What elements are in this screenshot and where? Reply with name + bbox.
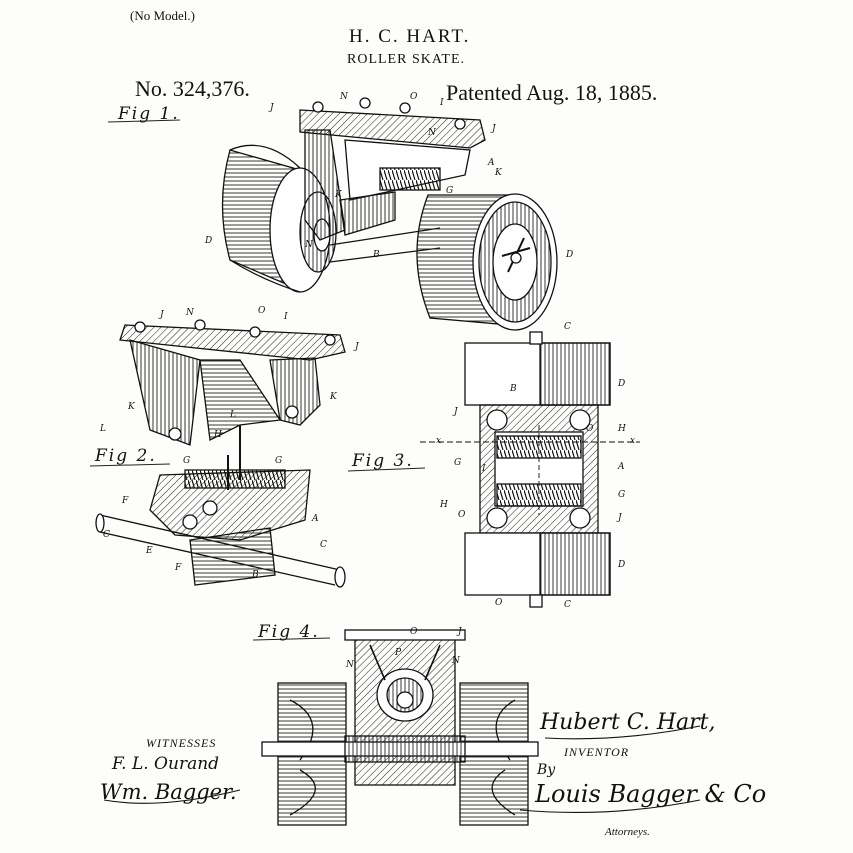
ref-label: I	[440, 98, 444, 108]
ref-label: K	[495, 168, 502, 178]
ref-label: C	[320, 540, 327, 550]
patent-date: Patented Aug. 18, 1885.	[446, 80, 658, 105]
ref-label: N	[305, 240, 313, 250]
ref-label: J	[270, 103, 274, 113]
ref-label: J	[618, 513, 622, 523]
patent-number: No. 324,376.	[135, 76, 250, 101]
ref-label: G	[446, 186, 454, 196]
fig-label-flourishes	[89, 119, 426, 641]
witnesses-label: WITNESSES	[146, 736, 217, 750]
ref-label: C	[564, 600, 571, 610]
signature-swashes	[103, 725, 701, 813]
fig3-label: Fig 3.	[352, 451, 414, 471]
ref-label: N	[346, 660, 354, 670]
ref-label: P	[395, 648, 402, 658]
ref-label: N	[186, 308, 194, 318]
ref-label: G	[275, 456, 283, 466]
ref-label: F	[175, 563, 182, 573]
ref-label: D	[205, 236, 213, 246]
fig4-label: Fig 4.	[258, 622, 320, 642]
ref-label: C	[564, 322, 571, 332]
fig1-drawing	[221, 97, 558, 331]
ref-label: A	[312, 514, 319, 524]
fig1-label: Fig 1.	[118, 104, 180, 124]
witness-1-signature: F. L. Ourand	[112, 754, 220, 774]
ref-label: J	[160, 310, 164, 320]
ref-label: N	[452, 656, 460, 666]
ref-label: J	[355, 342, 359, 352]
fig4-drawing	[261, 629, 539, 826]
ref-label: G	[183, 456, 191, 466]
ref-label: O	[495, 598, 503, 608]
fig2-drawing	[95, 319, 346, 588]
ref-label: H	[618, 424, 626, 434]
ref-label: G	[618, 490, 626, 500]
ref-label: D	[618, 379, 626, 389]
ref-label: O	[458, 510, 466, 520]
ref-label: O	[258, 306, 266, 316]
ref-label: G	[454, 458, 462, 468]
ref-label: J	[492, 124, 496, 134]
fig1-right-roller	[416, 193, 558, 331]
ref-label: B	[252, 570, 259, 580]
ref-label: F	[122, 496, 129, 506]
ref-label: O	[586, 424, 594, 434]
ref-label: J	[454, 407, 458, 417]
attorneys-label: Attorneys.	[605, 826, 650, 838]
ref-label: E	[146, 546, 153, 556]
ref-label: H	[440, 500, 448, 510]
inventor-name: H. C. HART.	[349, 26, 471, 47]
patent-subject: ROLLER SKATE.	[347, 52, 465, 67]
by-label: By	[537, 762, 556, 778]
attorney-signature: Louis Bagger & Co	[535, 780, 767, 808]
ref-label: B	[510, 384, 517, 394]
ref-label: D	[618, 560, 626, 570]
ref-label: D	[566, 250, 574, 260]
ref-label: I	[284, 312, 288, 322]
ref-label: N	[428, 128, 436, 138]
inventor-label: INVENTOR	[564, 745, 630, 759]
ref-label: A	[488, 158, 495, 168]
fig2-label: Fig 2.	[95, 446, 157, 466]
model-note: (No Model.)	[130, 8, 195, 23]
ref-label: C	[103, 530, 110, 540]
ref-label: K	[330, 392, 337, 402]
ref-label: L	[230, 410, 236, 420]
ref-label: O	[410, 627, 418, 637]
fig3-drawing	[420, 331, 640, 608]
ref-label: L	[100, 424, 106, 434]
ref-label: x	[436, 436, 442, 446]
fig1-truck-body	[299, 97, 486, 241]
inventor-signature: Hubert C. Hart,	[540, 710, 716, 735]
ref-label: K	[128, 402, 135, 412]
ref-label: H	[214, 430, 222, 440]
witness-2-signature: Wm. Bagger.	[100, 780, 237, 804]
ref-label: O	[410, 92, 418, 102]
ref-label: A	[618, 462, 625, 472]
ref-label: x	[630, 436, 636, 446]
ref-label: J	[458, 627, 462, 637]
ref-label: K	[335, 190, 342, 200]
ref-label: B	[373, 250, 380, 260]
ref-label: N	[340, 92, 348, 102]
ref-label: I	[482, 464, 486, 474]
